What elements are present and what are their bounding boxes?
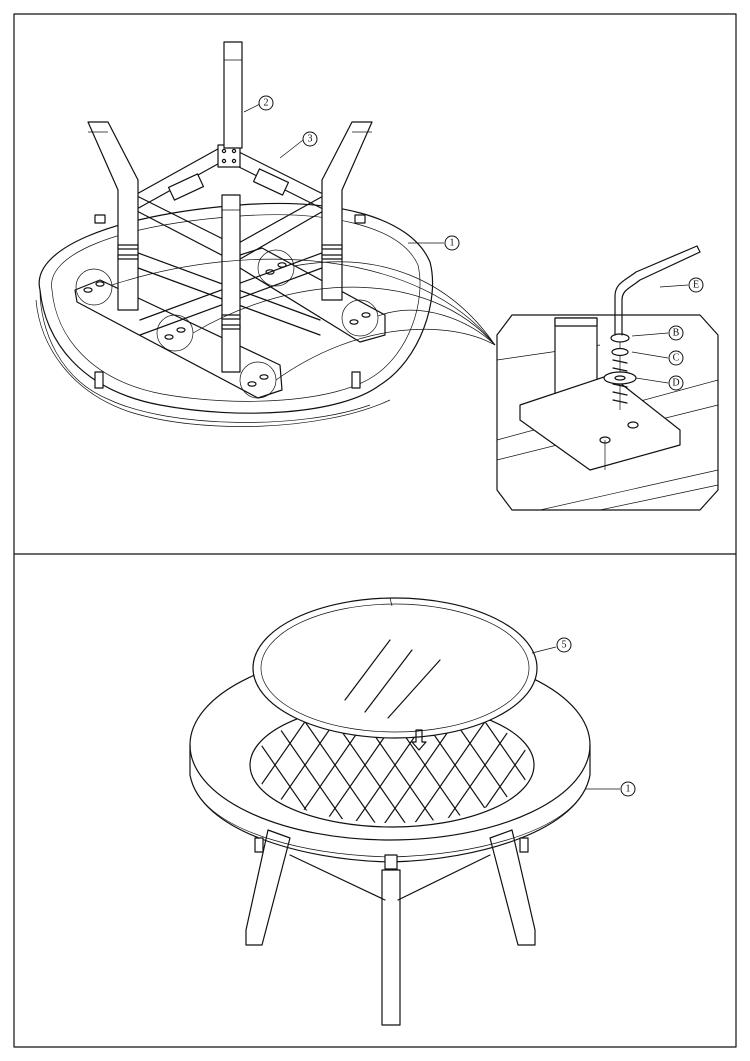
callout-label: 2	[264, 98, 269, 109]
callout-label: E	[693, 280, 699, 291]
board-front	[74, 279, 283, 399]
callout-step-2-table-ring: 1	[620, 781, 636, 797]
board-right	[239, 247, 386, 343]
callout-label: C	[673, 353, 680, 364]
down-arrow-icon	[411, 729, 427, 751]
detail-circles	[75, 249, 496, 399]
callout-step-1-allen-key: E	[688, 277, 704, 293]
leg-right	[321, 121, 373, 301]
callout-label: B	[673, 328, 680, 339]
fire-grate	[254, 707, 530, 823]
leader-lines	[243, 103, 689, 790]
callout-step-1-spring-washer: C	[668, 350, 684, 366]
callout-label: D	[672, 378, 679, 389]
panel-step-1	[35, 41, 719, 511]
panel-step-2	[189, 597, 591, 1026]
callout-step-1-washer: B	[668, 325, 684, 341]
callout-label: 5	[562, 640, 567, 651]
detail-inset	[496, 245, 719, 511]
leg-front	[221, 194, 241, 373]
assembled-legs	[245, 829, 536, 1026]
leg-back	[223, 41, 243, 149]
glass-cover	[252, 597, 538, 751]
callout-step-1-table-ring: 1	[444, 235, 460, 251]
sheet-border	[13, 13, 737, 1048]
callout-step-1-flat-washer: D	[668, 375, 684, 391]
leg-left	[87, 121, 139, 311]
callout-step-2-glass-cover: 5	[556, 637, 572, 653]
callout-label: 1	[626, 784, 631, 795]
callout-step-1-leg: 2	[258, 95, 274, 111]
table-ring-upturned	[35, 202, 434, 427]
callout-label: 1	[450, 238, 455, 249]
callout-label: 3	[308, 134, 313, 145]
legs	[87, 41, 373, 373]
callout-step-1-cross-frame: 3	[302, 131, 318, 147]
